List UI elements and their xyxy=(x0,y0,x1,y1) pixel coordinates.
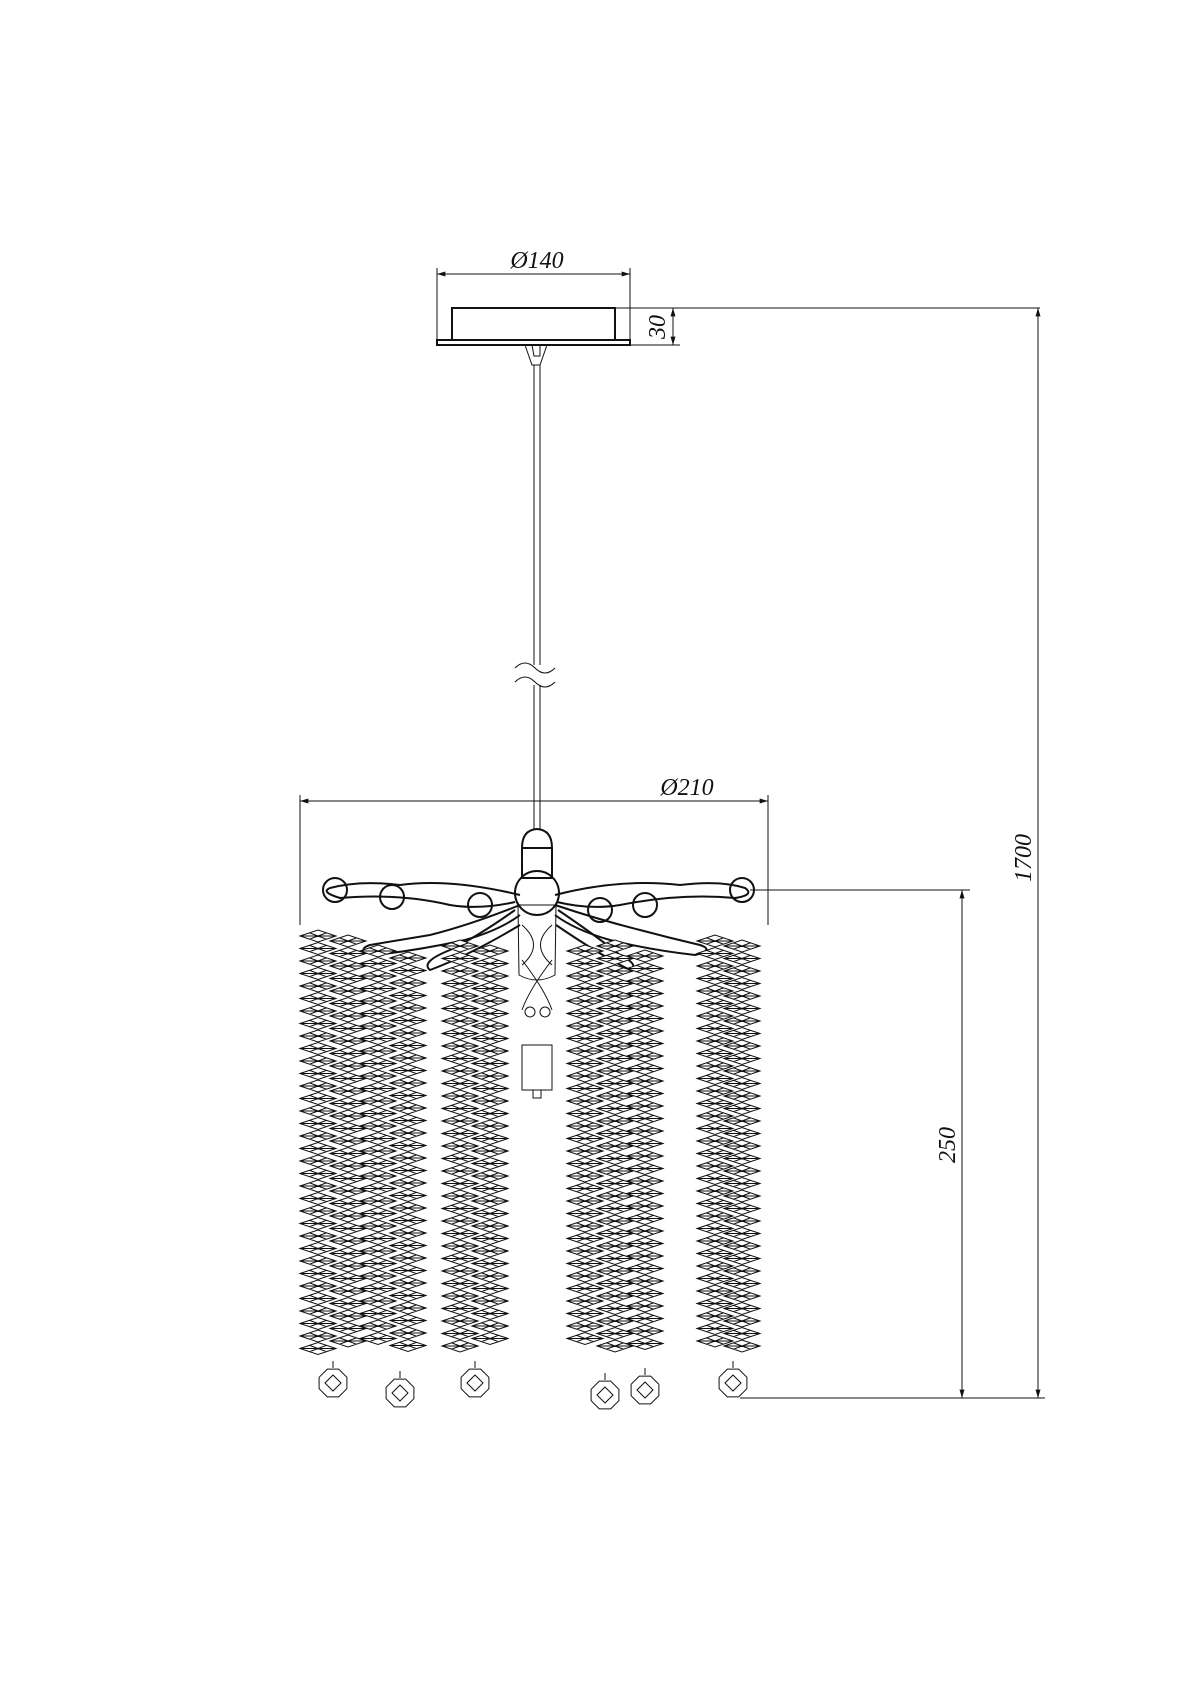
octagon-pendant xyxy=(718,1361,748,1398)
crystal-strand xyxy=(695,934,735,1348)
dimension-canopy-diameter: Ø140 xyxy=(436,248,631,340)
crystal-strand xyxy=(440,939,480,1353)
dimension-total-height: 1700 xyxy=(1011,308,1041,1398)
canopy xyxy=(436,307,631,366)
crystal-strand xyxy=(298,929,338,1356)
dimension-label: Ø210 xyxy=(659,775,713,801)
crystal-strand xyxy=(565,944,605,1346)
octagon-pendant xyxy=(385,1371,415,1408)
dimension-label: 30 xyxy=(645,315,671,340)
crystal-strand xyxy=(358,944,398,1346)
crystal-strand xyxy=(625,949,665,1351)
octagon-pendant xyxy=(630,1368,660,1405)
dimension-label: Ø140 xyxy=(509,248,563,274)
crystal-strands xyxy=(298,929,762,1356)
crystal-strand xyxy=(595,939,635,1353)
dimension-label: 1700 xyxy=(1011,834,1037,882)
dimension-shade-diameter: Ø210 xyxy=(299,775,769,925)
dimension-canopy-height: 30 xyxy=(615,307,1040,346)
crystal-strand xyxy=(388,951,428,1353)
lamp-holder xyxy=(514,827,560,1099)
crystal-pendants xyxy=(318,1361,748,1410)
octagon-pendant xyxy=(318,1361,348,1398)
suspension-cable xyxy=(514,365,556,830)
decorative-arms xyxy=(322,877,755,972)
dimension-shade-height: 250 xyxy=(740,889,1045,1399)
octagon-pendant xyxy=(590,1373,620,1410)
dimension-label: 250 xyxy=(935,1127,961,1163)
octagon-pendant xyxy=(460,1361,490,1398)
crystal-strand xyxy=(722,939,762,1353)
crystal-strand xyxy=(328,934,368,1348)
crystal-strand xyxy=(470,944,510,1346)
